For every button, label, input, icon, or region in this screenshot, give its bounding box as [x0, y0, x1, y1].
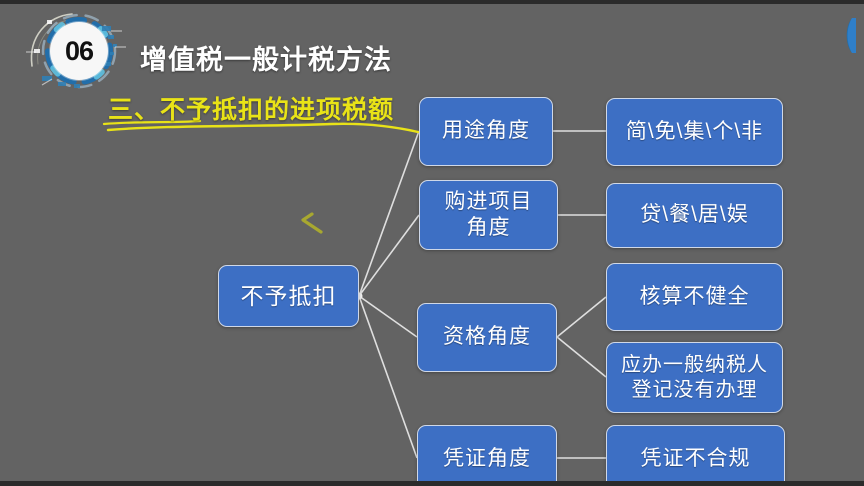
node-branch-qualification-label: 资格角度 — [443, 325, 531, 349]
node-child-qualification-1-label: 核算不健全 — [639, 284, 750, 308]
node-branch-voucher[interactable]: 凭证角度 — [417, 425, 557, 486]
node-branch-purchase[interactable]: 购进项目 角度 — [419, 180, 558, 250]
slide-title: 增值税一般计税方法 — [140, 45, 392, 75]
node-child-qualification-2[interactable]: 应办一般纳税人 登记没有办理 — [606, 342, 783, 413]
badge-number-label: 06 — [64, 35, 94, 66]
node-branch-usage-label: 用途角度 — [442, 119, 530, 143]
node-child-purchase-1-label: 贷\餐\居\娱 — [640, 203, 749, 227]
node-root[interactable]: 不予抵扣 — [218, 265, 359, 327]
node-child-qualification-2-label-line2: 登记没有办理 — [631, 378, 758, 401]
letterbox-top — [0, 0, 864, 4]
node-child-purchase-1[interactable]: 贷\餐\居\娱 — [606, 183, 783, 248]
node-child-qualification-2-label-line1: 应办一般纳税人 — [621, 353, 768, 376]
slide-number-badge: 06 — [18, 4, 136, 94]
node-branch-qualification[interactable]: 资格角度 — [417, 303, 557, 372]
node-child-usage-1[interactable]: 简\免\集\个\非 — [606, 98, 783, 166]
node-child-voucher-1[interactable]: 凭证不合规 — [606, 425, 785, 486]
node-child-voucher-1-label: 凭证不合规 — [640, 447, 751, 471]
edge-crescent-decoration — [846, 18, 856, 53]
node-branch-voucher-label: 凭证角度 — [443, 447, 531, 471]
node-root-label: 不予抵扣 — [240, 282, 337, 309]
node-branch-purchase-label-line2: 角度 — [466, 216, 511, 239]
node-branch-usage[interactable]: 用途角度 — [419, 97, 553, 166]
slide-subtitle: 三、不予抵扣的进项税额 — [108, 96, 395, 124]
node-branch-purchase-label-line1: 购进项目 — [444, 189, 533, 213]
node-child-qualification-1[interactable]: 核算不健全 — [606, 263, 783, 331]
letterbox-bottom — [0, 481, 864, 486]
subtitle-underline-annotation — [102, 119, 420, 134]
node-child-usage-1-label: 简\免\集\个\非 — [625, 119, 764, 143]
badge-circle: 06 — [50, 22, 108, 80]
handwritten-check-mark-annotation — [301, 212, 323, 234]
